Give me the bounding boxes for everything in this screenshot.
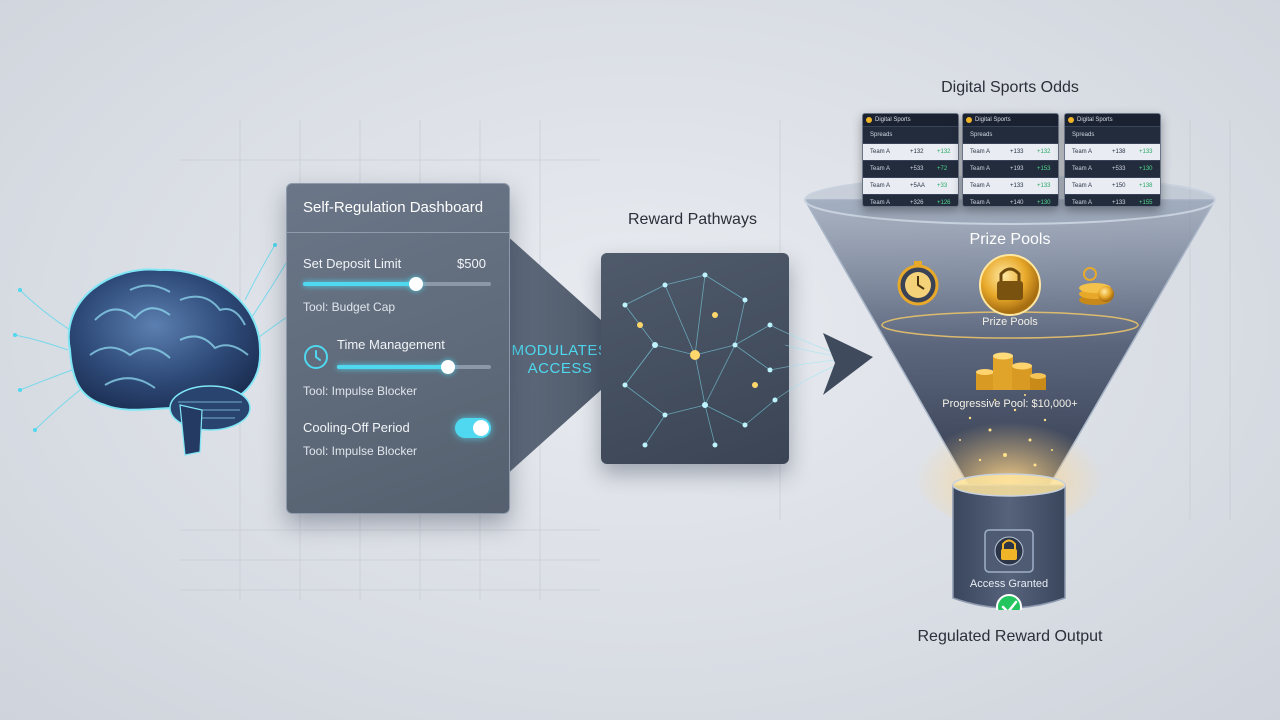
odds-row[interactable]: Team A +193 +153	[963, 160, 1058, 177]
odds-team: Team A	[870, 149, 891, 155]
odds-row[interactable]: Team A +533 +72	[863, 160, 958, 177]
odds-value: +133	[1010, 149, 1024, 155]
odds-row[interactable]: Team A +133 +132	[963, 143, 1058, 160]
deposit-limit-handle[interactable]	[408, 277, 423, 291]
odds-team: Team A	[970, 200, 991, 206]
odds-row[interactable]: Team A +5AA +33	[863, 177, 958, 194]
odds-card-header: Digital Sports	[1065, 114, 1160, 126]
odds-column-header: Spreads	[1065, 126, 1160, 143]
odds-value: +326	[910, 200, 924, 206]
regulated-output-label: Regulated Reward Output	[917, 628, 1103, 645]
coin-pile-icon	[976, 352, 1046, 390]
odds-value-alt: +33	[937, 183, 948, 189]
reward-pathways-title: Reward Pathways	[628, 211, 757, 228]
odds-team: Team A	[870, 183, 891, 189]
progressive-pool-label: Progressive Pool: $10,000+	[942, 398, 1078, 410]
odds-value: +193	[1010, 166, 1024, 172]
odds-value: +138	[1112, 149, 1126, 155]
odds-column-header: Spreads	[963, 126, 1058, 143]
odds-row[interactable]: Team A +150 +138	[1065, 177, 1160, 194]
odds-row[interactable]: Team A +132 +132	[863, 143, 958, 160]
deposit-limit-value: $500	[457, 256, 486, 271]
vault-lock-icon	[984, 529, 1034, 573]
odds-value: +5AA	[910, 183, 925, 189]
odds-value-alt: +138	[1139, 183, 1153, 189]
dashboard-divider	[287, 232, 509, 233]
odds-value-alt: +155	[1139, 200, 1153, 206]
odds-team: Team A	[1072, 166, 1093, 172]
deposit-limit-slider[interactable]	[303, 277, 491, 291]
odds-value-alt: +130	[1037, 200, 1051, 206]
odds-team: Team A	[870, 166, 891, 172]
prize-pool-funnel	[803, 175, 1217, 610]
odds-row[interactable]: Team A +326 +126	[863, 194, 958, 206]
time-management-label: Time Management	[337, 337, 445, 352]
odds-team: Team A	[970, 166, 991, 172]
odds-team: Team A	[1072, 200, 1093, 206]
time-management-slider[interactable]	[337, 360, 491, 374]
odds-team: Team A	[970, 183, 991, 189]
time-management-fill	[337, 365, 448, 369]
odds-value-alt: +153	[1037, 166, 1051, 172]
odds-card-header: Digital Sports	[863, 114, 958, 126]
prize-pools-title: Prize Pools	[969, 231, 1051, 248]
odds-value-alt: +72	[937, 166, 948, 172]
deposit-tool-label: Tool: Budget Cap	[303, 300, 396, 314]
deposit-limit-fill	[303, 282, 416, 286]
odds-team: Team A	[1072, 149, 1093, 155]
cooling-off-label: Cooling-Off Period	[303, 420, 410, 435]
coin-stack-icon	[1079, 267, 1114, 305]
odds-value: +150	[1112, 183, 1126, 189]
odds-card-header: Digital Sports	[963, 114, 1058, 126]
odds-value-alt: +130	[1139, 166, 1153, 172]
odds-value: +140	[1010, 200, 1024, 206]
time-tool-label: Tool: Impulse Blocker	[303, 384, 418, 398]
odds-team: Team A	[870, 200, 891, 206]
odds-team: Team A	[1072, 183, 1093, 189]
odds-value: +533	[910, 166, 924, 172]
odds-value-alt: +126	[937, 200, 951, 206]
lock-coin-icon	[979, 254, 1041, 316]
odds-value: +133	[1010, 183, 1024, 189]
modulates-arrow	[495, 225, 640, 485]
odds-value-alt: +132	[937, 149, 951, 155]
odds-team: Team A	[970, 149, 991, 155]
odds-value: +133	[1112, 200, 1126, 206]
time-management-handle[interactable]	[440, 360, 455, 374]
odds-row[interactable]: Team A +533 +130	[1065, 160, 1160, 177]
cooling-tool-label: Tool: Impulse Blocker	[303, 444, 418, 458]
access-granted-label: Access Granted	[969, 578, 1049, 590]
self-regulation-dashboard: Self-Regulation Dashboard Set Deposit Li…	[286, 183, 510, 514]
modulates-label-line1: MODULATES	[511, 342, 609, 359]
modulates-label-line2: ACCESS	[527, 360, 593, 377]
odds-column-header: Spreads	[863, 126, 958, 143]
odds-value: +533	[1112, 166, 1126, 172]
toggle-knob	[473, 420, 489, 436]
odds-row[interactable]: Team A +133 +155	[1065, 194, 1160, 206]
deposit-limit-label: Set Deposit Limit	[303, 256, 402, 271]
odds-row[interactable]: Team A +133 +133	[963, 177, 1058, 194]
odds-row[interactable]: Team A +138 +133	[1065, 143, 1160, 160]
neural-network	[622, 272, 873, 448]
odds-value-alt: +133	[1139, 149, 1153, 155]
odds-value-alt: +133	[1037, 183, 1051, 189]
odds-value-alt: +132	[1037, 149, 1051, 155]
odds-value: +132	[910, 149, 924, 155]
check-icon	[996, 594, 1022, 610]
cooling-off-toggle[interactable]	[455, 418, 491, 438]
prize-pools-sub-label: Prize Pools	[982, 316, 1038, 328]
dashboard-title: Self-Regulation Dashboard	[303, 199, 484, 216]
odds-row[interactable]: Team A +140 +130	[963, 194, 1058, 206]
stopwatch-icon	[897, 261, 939, 306]
clock-icon	[304, 345, 328, 369]
brain-illustration	[13, 243, 290, 456]
odds-title: Digital Sports Odds	[941, 79, 1079, 96]
